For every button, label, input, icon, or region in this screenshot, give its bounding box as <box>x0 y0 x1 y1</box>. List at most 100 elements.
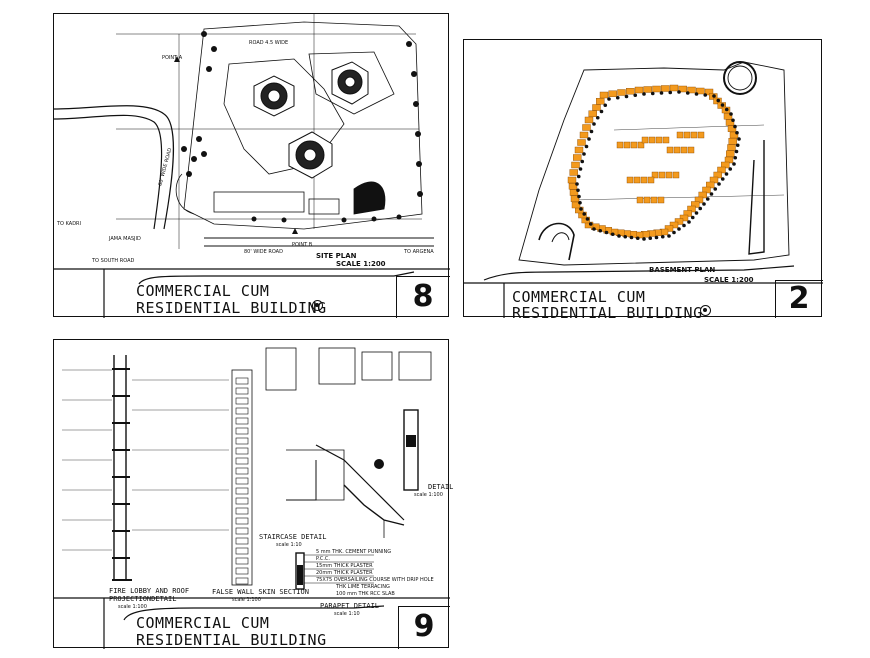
structural-column <box>724 107 729 112</box>
parking-bay <box>608 90 617 97</box>
parking-bay <box>727 125 737 132</box>
note-lime: THK LIME TERRACING <box>336 584 390 590</box>
structural-column <box>716 98 721 103</box>
parking-bay <box>676 131 684 139</box>
structural-column <box>578 167 583 171</box>
wall-window <box>235 537 249 545</box>
structural-column <box>698 206 703 211</box>
label-road-top: ROAD 4.5 WIDE <box>249 40 289 46</box>
structural-column <box>732 162 736 166</box>
parking-bay <box>571 161 580 169</box>
structural-column <box>587 137 591 141</box>
false-wall-caption: FALSE WALL SKIN SECTION <box>212 588 309 596</box>
structural-column <box>682 223 686 228</box>
parking-bay <box>569 169 578 176</box>
structural-column <box>735 143 740 148</box>
sheet-details[interactable]: FIRE LOBBY AND ROOF PROJECTIONDETAIL sca… <box>53 339 453 649</box>
structural-column <box>729 112 733 116</box>
structural-column <box>654 235 659 240</box>
structural-column <box>580 159 585 164</box>
detail-scale: scale 1:100 <box>414 492 443 498</box>
parking-bay <box>678 85 687 93</box>
parking-bay <box>665 171 673 179</box>
basement-plan-caption: BASEMENT PLAN <box>649 266 716 274</box>
false-wall-scale: scale 1:100 <box>232 597 261 603</box>
fire-lobby-caption: FIRE LOBBY AND ROOF <box>109 587 190 595</box>
structural-column <box>635 236 640 241</box>
label-point-b: POINT B <box>292 242 313 248</box>
structural-column <box>589 129 594 134</box>
wall-window <box>235 447 249 455</box>
label-to-argena: TO ARGENA <box>404 249 434 255</box>
parking-bay <box>574 146 584 154</box>
parking-bay <box>723 113 733 120</box>
parking-bay <box>704 88 714 96</box>
sheet-title-line2: RESIDENTIAL BUILDING <box>136 299 327 317</box>
structural-column <box>685 91 690 95</box>
wall-window <box>235 547 249 555</box>
note-plaster-20: 20mm THICK PLASTER <box>316 570 373 576</box>
structural-column <box>687 220 691 224</box>
parapet-scale: scale 1:10 <box>334 611 360 617</box>
parking-bay <box>651 171 659 179</box>
parking-bay <box>641 136 649 144</box>
parking-bay <box>672 171 680 179</box>
sheet-basement-plan[interactable]: BASEMENT PLAN SCALE 1:200 COMMERCIAL CUM… <box>463 39 823 322</box>
parking-bay <box>592 104 601 111</box>
sheet-title-line1: COMMERCIAL CUM <box>136 282 270 300</box>
wall-window <box>235 577 249 585</box>
structural-column <box>672 230 676 235</box>
structural-column <box>667 234 671 238</box>
parking-bay <box>626 176 634 184</box>
structural-column <box>703 93 708 97</box>
parking-bay <box>657 196 665 204</box>
parking-bay <box>623 141 631 149</box>
parking-bay <box>697 131 705 139</box>
structural-column <box>659 91 664 95</box>
structural-column <box>709 192 714 196</box>
parking-bay <box>666 146 674 154</box>
sheet-number-box: 2 <box>775 280 823 318</box>
parking-bay <box>680 146 688 154</box>
details-drawing <box>54 347 450 649</box>
parking-bay <box>596 98 605 105</box>
structural-column <box>575 182 579 186</box>
sheet-site-plan[interactable]: ROAD 4.5 WIDE 60' WIDE ROAD 80' WIDE ROA… <box>53 13 450 318</box>
parking-bay <box>634 86 644 94</box>
structural-column <box>576 188 580 193</box>
structural-column <box>724 172 729 176</box>
firm-logo-icon <box>312 300 323 311</box>
parking-bay <box>599 91 609 99</box>
structural-column <box>642 92 646 96</box>
parking-bay <box>650 196 658 204</box>
wall-window <box>235 407 249 415</box>
wall-window <box>235 387 249 395</box>
sheet-number-box: 9 <box>398 606 450 649</box>
structural-column <box>585 217 590 221</box>
note-rcc: 100 mm THK RCC SLAB <box>336 591 395 597</box>
parking-bay <box>669 84 679 92</box>
site-plan-drawing <box>54 14 450 318</box>
wall-window <box>235 397 249 405</box>
wall-window <box>235 417 249 425</box>
wall-window <box>235 467 249 475</box>
structural-column <box>592 227 596 231</box>
structural-column <box>712 94 716 98</box>
structural-column <box>595 115 600 120</box>
parking-bay <box>729 131 739 139</box>
parking-bay <box>570 195 580 202</box>
structural-column <box>588 222 593 226</box>
parking-bay <box>690 131 698 139</box>
firm-logo-icon <box>700 305 711 316</box>
sheet-number: 8 <box>412 279 434 314</box>
wall-window <box>235 497 249 505</box>
basement-plan-scale: SCALE 1:200 <box>704 276 754 284</box>
structural-column <box>737 137 741 141</box>
structural-column <box>598 228 603 233</box>
wall-window <box>235 487 249 495</box>
parking-bay <box>577 139 586 146</box>
projection-caption: PROJECTIONDETAIL <box>109 595 177 603</box>
wall-window <box>235 517 249 525</box>
parking-bay <box>687 146 695 154</box>
basement-plan-drawing <box>464 61 823 318</box>
